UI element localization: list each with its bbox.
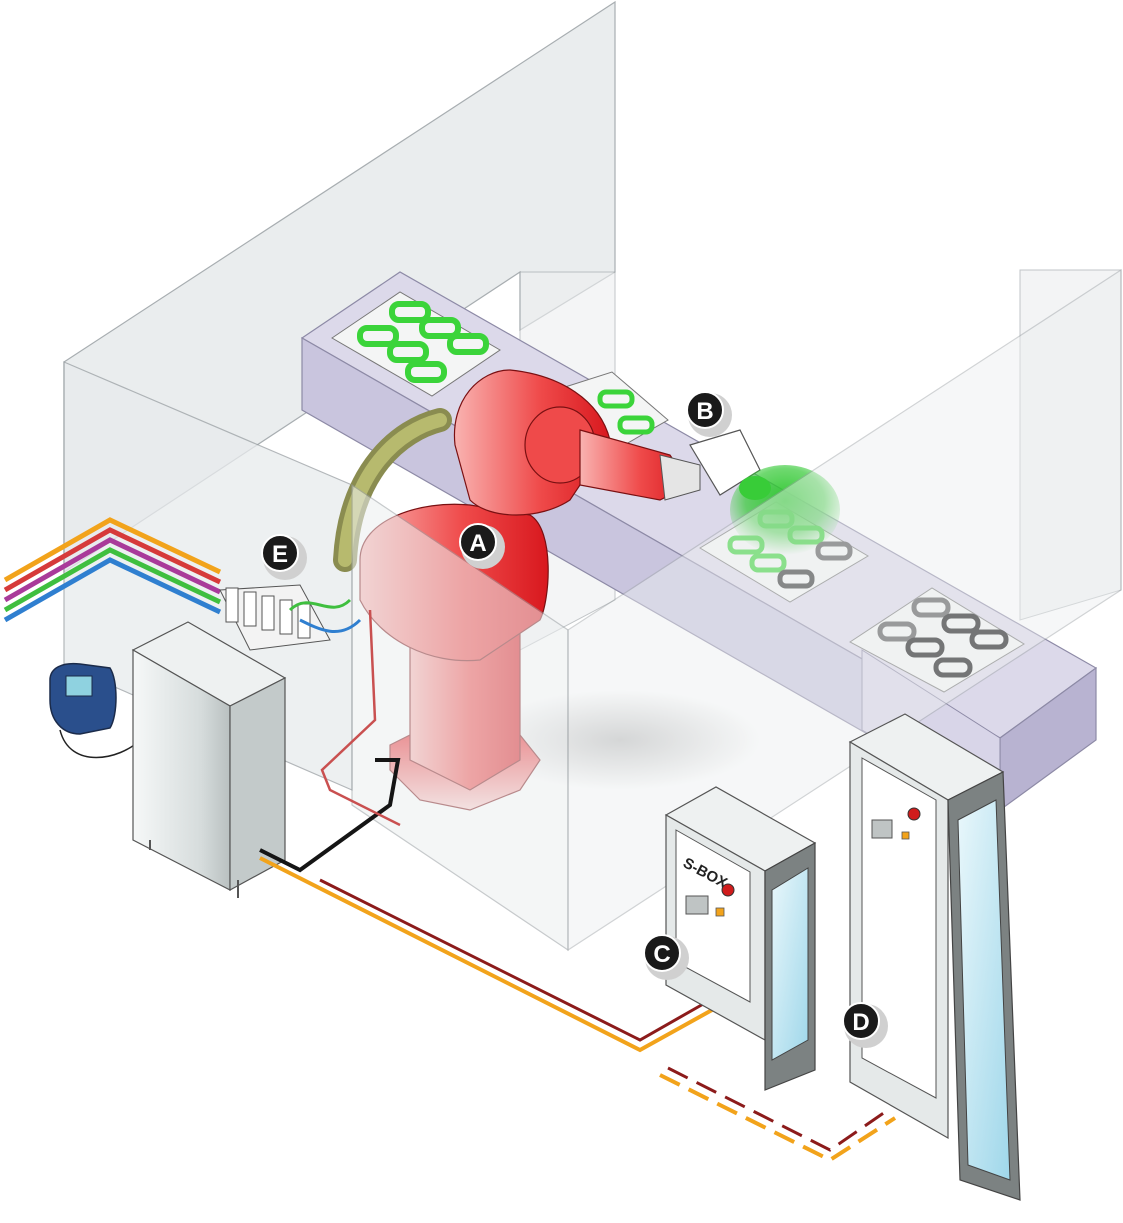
part-tray-4 <box>849 587 1025 693</box>
callout-a[interactable]: A <box>459 523 505 569</box>
callout-d-label: D <box>852 1009 869 1036</box>
callout-e-label: E <box>272 541 288 568</box>
teach-pendant-icon[interactable] <box>49 662 141 759</box>
safety-fence-front <box>351 268 1122 952</box>
safety-box-icon[interactable]: S-BOX <box>664 786 817 1091</box>
callout-b-label: B <box>696 398 713 425</box>
robot-controller-cabinet[interactable] <box>131 621 287 898</box>
callout-c[interactable]: C <box>643 934 689 980</box>
part-tray-1 <box>331 291 501 397</box>
io-terminal-icon[interactable] <box>219 584 362 651</box>
vision-sensor-icon[interactable] <box>689 429 840 555</box>
callout-e[interactable]: E <box>261 534 307 580</box>
cabinet-icon[interactable] <box>848 713 1021 1201</box>
part-tray-2 <box>561 371 669 453</box>
field-cables <box>3 517 222 623</box>
callout-c-label: C <box>653 941 670 968</box>
callout-a-label: A <box>469 530 486 557</box>
callout-b[interactable]: B <box>686 391 732 437</box>
controller-cables <box>259 609 897 1163</box>
callout-d[interactable]: D <box>842 1002 888 1048</box>
